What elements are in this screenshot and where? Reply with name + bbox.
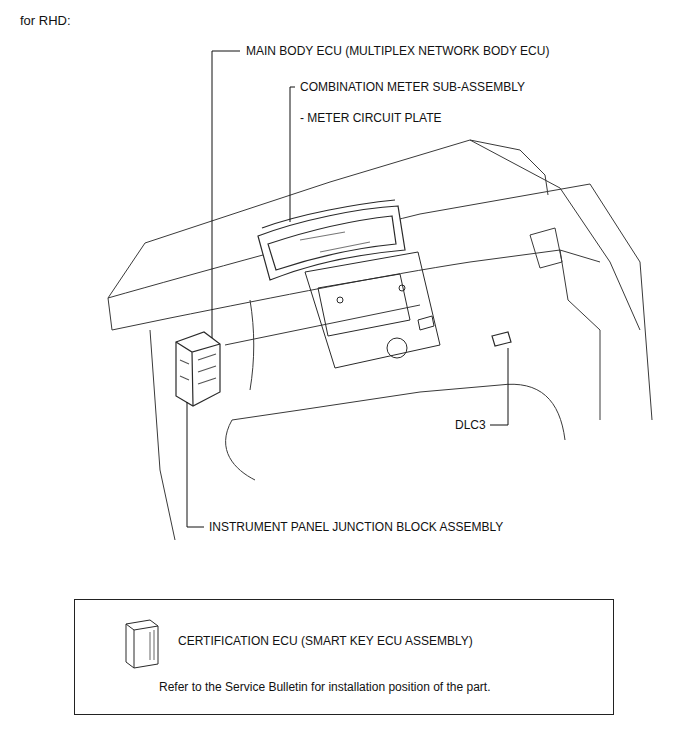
- line-art: [150, 330, 175, 540]
- line-art: [337, 297, 343, 303]
- part-label: DLC3: [455, 418, 486, 432]
- note-box: CERTIFICATION ECU (SMART KEY ECU ASSEMBL…: [74, 599, 614, 715]
- line-art: [492, 332, 511, 346]
- line-art: [418, 316, 434, 330]
- combination-meter: [258, 200, 405, 280]
- part-label: MAIN BODY ECU (MULTIPLEX NETWORK BODY EC…: [246, 44, 549, 58]
- line-art: [176, 342, 220, 406]
- part-label: - METER CIRCUIT PLATE: [300, 111, 442, 125]
- line-art: [170, 250, 600, 318]
- line-art: [108, 184, 590, 298]
- line-art: [262, 200, 395, 228]
- line-art: [387, 338, 407, 358]
- dashboard-outline: [108, 140, 652, 540]
- part-name: CERTIFICATION ECU (SMART KEY ECU ASSEMBL…: [178, 634, 473, 648]
- line-art: [108, 243, 145, 298]
- line-art: [250, 300, 254, 390]
- center-stack: [305, 252, 440, 368]
- note-text: Refer to the Service Bulletin for instal…: [159, 680, 491, 694]
- line-art: [232, 385, 500, 420]
- line-art: [187, 402, 204, 527]
- line-art: [108, 298, 170, 330]
- line-art: [300, 232, 370, 252]
- diagram-title: for RHD:: [20, 14, 71, 28]
- line-art: [258, 206, 405, 280]
- line-art: [176, 332, 220, 406]
- leader-lines: [187, 51, 508, 527]
- line-art: [126, 620, 158, 668]
- line-art: [126, 624, 158, 668]
- part-label: INSTRUMENT PANEL JUNCTION BLOCK ASSEMBLY: [209, 520, 503, 534]
- line-art: [399, 285, 405, 291]
- line-art: [470, 140, 640, 330]
- line-art: [226, 420, 255, 480]
- line-art: [180, 354, 216, 384]
- line-art: [530, 228, 562, 268]
- line-art: [490, 348, 508, 425]
- line-art: [305, 252, 440, 368]
- line-art: [290, 87, 295, 222]
- line-art: [500, 384, 565, 440]
- line-art: [590, 184, 652, 420]
- dlc3-connector: [492, 332, 511, 346]
- line-art: [560, 250, 600, 420]
- line-art: [268, 216, 396, 270]
- part-label: COMBINATION METER SUB-ASSEMBLY: [300, 80, 525, 94]
- line-art: [318, 274, 410, 336]
- junction-block-and-ecu: [176, 332, 220, 406]
- certification-ecu-icon: [126, 620, 158, 668]
- line-art: [212, 51, 240, 338]
- line-art: [150, 630, 154, 660]
- line-art: [520, 150, 548, 195]
